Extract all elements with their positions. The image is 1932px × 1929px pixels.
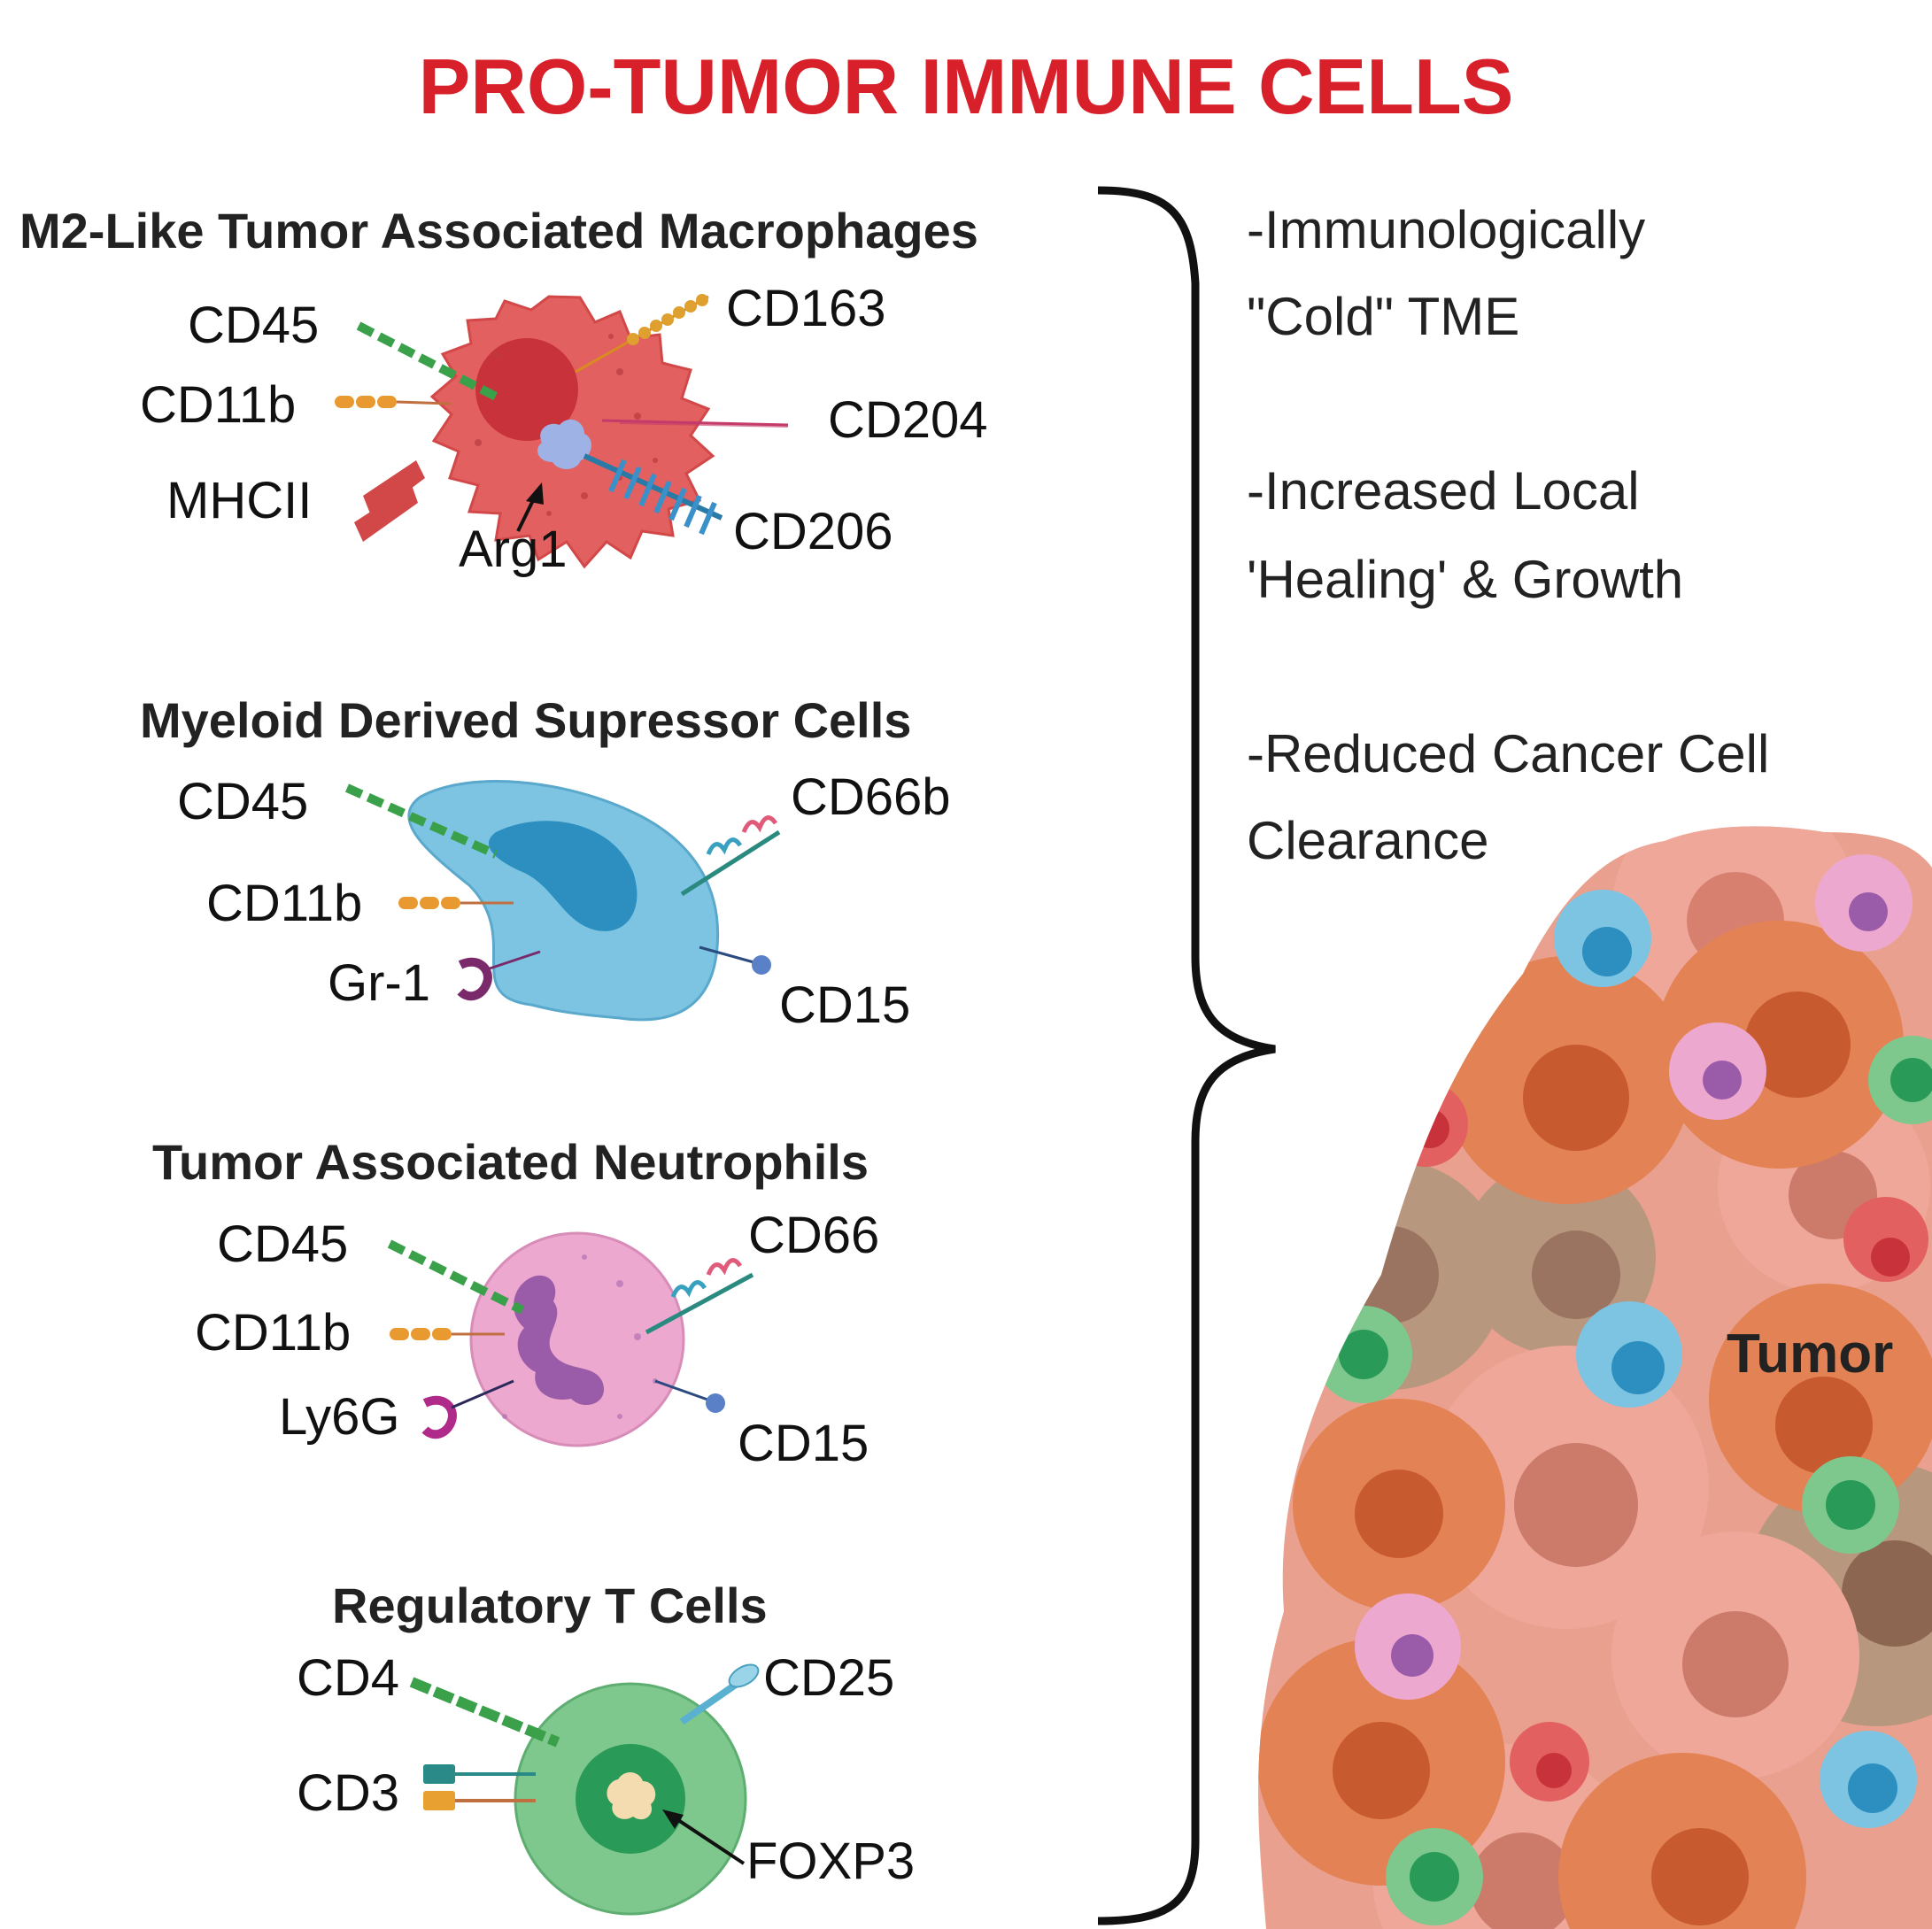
effect-3-line2: Clearance xyxy=(1247,811,1489,870)
mdsc-heading: Myeloid Derived Supressor Cells xyxy=(140,692,911,748)
grouping-brace xyxy=(1097,186,1276,1925)
m2-marker-cd204: CD204 xyxy=(828,391,988,449)
tan-receptors xyxy=(387,1239,754,1439)
m2-marker-arg1: Arg1 xyxy=(459,521,568,578)
treg-receptors xyxy=(409,1663,760,1865)
effect-2-line2: 'Healing' & Growth xyxy=(1247,550,1683,609)
tan-marker-cd45: CD45 xyxy=(217,1215,348,1273)
m2-marker-cd11b: CD11b xyxy=(140,376,296,434)
mdsc-marker-cd45: CD45 xyxy=(177,773,308,830)
treg-marker-cd4: CD4 xyxy=(297,1649,399,1707)
tan-marker-ly6g: Ly6G xyxy=(279,1388,399,1446)
tan-marker-cd11b: CD11b xyxy=(195,1304,351,1362)
page-title: PRO-TUMOR IMMUNE CELLS xyxy=(419,42,1514,130)
tan-heading: Tumor Associated Neutrophils xyxy=(152,1134,869,1190)
tan-cell-icon xyxy=(469,1231,685,1447)
mdsc-section: Myeloid Derived Supressor Cells CD45 CD1… xyxy=(140,692,951,1034)
tan-marker-cd66: CD66 xyxy=(748,1207,879,1264)
mdsc-cell-icon xyxy=(407,780,720,1022)
m2-heading: M2-Like Tumor Associated Macrophages xyxy=(19,203,978,258)
tan-marker-cd15: CD15 xyxy=(738,1415,869,1472)
m2-marker-cd206: CD206 xyxy=(733,503,893,560)
effects-list: -Immunologically "Cold" TME -Increased L… xyxy=(1247,200,1769,870)
m2-receptors xyxy=(335,294,789,542)
treg-heading: Regulatory T Cells xyxy=(332,1578,768,1633)
tan-section: Tumor Associated Neutrophils CD45 CD11b xyxy=(152,1134,879,1472)
mdsc-receptors xyxy=(344,783,781,1001)
m2-marker-cd45: CD45 xyxy=(188,297,319,354)
m2-marker-cd163: CD163 xyxy=(726,280,886,337)
treg-marker-cd3: CD3 xyxy=(297,1764,399,1822)
effect-1-line1: -Immunologically xyxy=(1247,200,1645,259)
m2-marker-mhcii: MHCII xyxy=(166,472,312,529)
treg-cell-icon xyxy=(514,1682,747,1916)
tumor-label: Tumor xyxy=(1727,1323,1893,1385)
treg-section: Regulatory T Cells CD4 CD3 CD25 FOXP3 xyxy=(297,1578,915,1916)
mdsc-marker-cd15: CD15 xyxy=(779,976,910,1034)
treg-marker-cd25: CD25 xyxy=(763,1649,894,1707)
effect-1-line2: "Cold" TME xyxy=(1247,287,1519,346)
m2-macrophage-section: M2-Like Tumor Associated Macrophages xyxy=(19,203,988,578)
effect-2-line1: -Increased Local xyxy=(1247,461,1640,521)
mdsc-marker-gr1: Gr-1 xyxy=(328,954,430,1012)
effect-3-line1: -Reduced Cancer Cell xyxy=(1247,724,1769,783)
mdsc-marker-cd11b: CD11b xyxy=(206,875,362,932)
tumor-illustration xyxy=(1258,826,1932,1929)
treg-marker-foxp3: FOXP3 xyxy=(746,1833,915,1890)
mdsc-marker-cd66b: CD66b xyxy=(791,768,951,826)
